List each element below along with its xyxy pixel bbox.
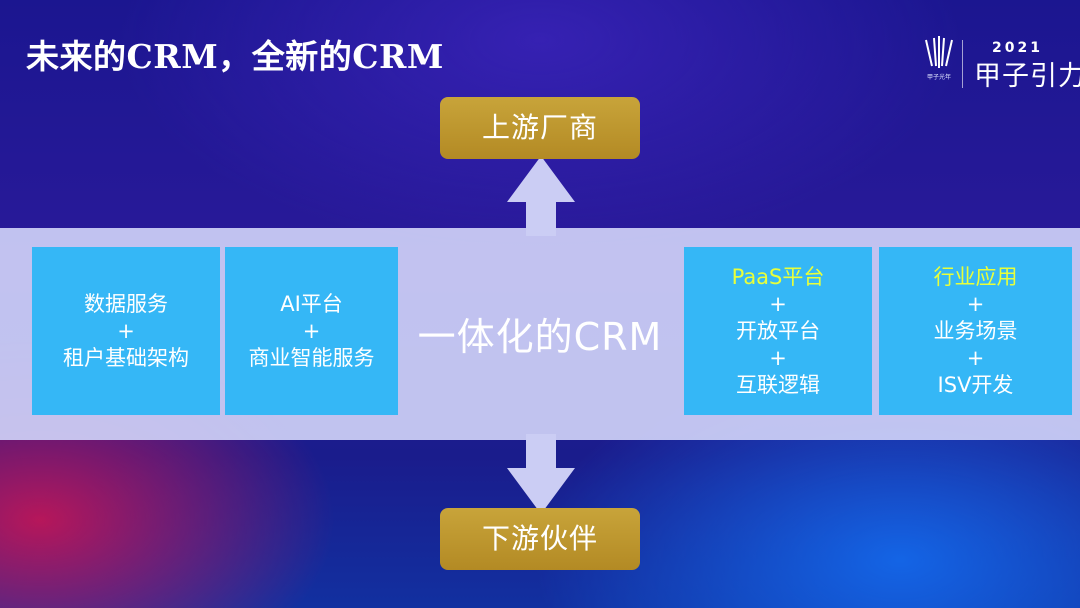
box-line: AI平台 <box>280 291 343 316</box>
arrow-up-icon <box>507 156 575 236</box>
arrow-down-icon <box>507 434 575 514</box>
center-label: 一体化的CRM <box>417 315 663 359</box>
box-line: + <box>966 345 985 370</box>
box-data-services: 数据服务 + 租户基础架构 <box>32 247 220 415</box>
brand-year: 2021 <box>992 40 1043 56</box>
box-line: + <box>769 291 787 316</box>
box-line: 业务场景 <box>933 318 1018 343</box>
brand-logo: 甲子光年 2021 甲子引力 <box>922 36 1080 94</box>
box-ai-platform: AI平台 + 商业智能服务 <box>225 247 398 415</box>
box-line: 数据服务 <box>84 291 168 316</box>
box-line: 互联逻辑 <box>736 372 820 397</box>
box-line: + <box>117 318 135 343</box>
box-line: ISV开发 <box>937 372 1014 397</box>
box-line: + <box>966 291 985 316</box>
box-highlight-line: 行业应用 <box>933 264 1018 289</box>
box-line: 租户基础架构 <box>63 345 189 370</box>
brand-name: 甲子引力 <box>974 61 1080 92</box>
slide-title: 未来的CRM，全新的CRM <box>26 37 444 76</box>
brand-mark-icon <box>925 36 953 68</box>
box-line: + <box>302 318 321 343</box>
brand-caption: 甲子光年 <box>926 74 951 81</box>
logo-divider <box>962 40 963 88</box>
upstream-vendors-label: 上游厂商 <box>440 97 640 159</box>
box-line: + <box>769 345 787 370</box>
box-line: 商业智能服务 <box>248 345 375 370</box>
downstream-partners-label: 下游伙伴 <box>440 508 640 570</box>
box-line: 开放平台 <box>736 318 820 343</box>
box-highlight-line: PaaS平台 <box>731 264 825 289</box>
box-paas-platform: PaaS平台 + 开放平台 + 互联逻辑 <box>684 247 872 415</box>
box-industry-apps: 行业应用 + 业务场景 + ISV开发 <box>879 247 1072 415</box>
